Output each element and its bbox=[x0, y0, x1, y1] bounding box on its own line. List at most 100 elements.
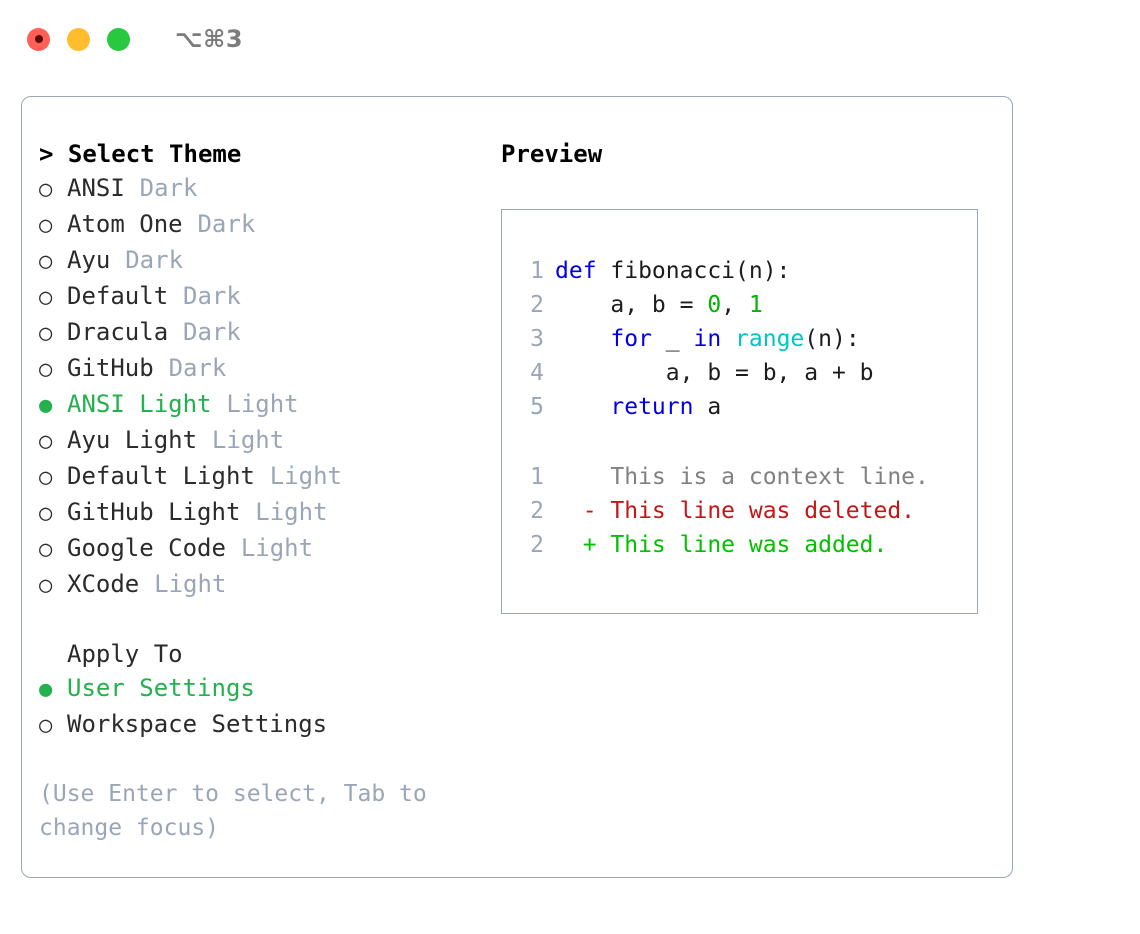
diff-marker-icon bbox=[555, 460, 610, 494]
code-token-code bbox=[555, 390, 610, 424]
theme-item-suffix: Light bbox=[269, 462, 342, 490]
diff-line-number: 2 bbox=[530, 498, 544, 524]
diff-line-number: 2 bbox=[530, 532, 544, 558]
apply-to-item-label: Workspace Settings bbox=[67, 710, 328, 738]
code-token-code: a, b = bbox=[555, 292, 708, 318]
radio-selected-icon: ● bbox=[39, 393, 53, 418]
theme-item-label: ANSI bbox=[67, 174, 125, 202]
diff-line-number: 1 bbox=[530, 464, 544, 490]
theme-item-6[interactable]: ● ANSI Light Light bbox=[39, 387, 489, 423]
theme-item-4[interactable]: ○ Dracula Dark bbox=[39, 315, 489, 351]
theme-item-label: ANSI Light bbox=[67, 390, 212, 418]
apply-to-item-0[interactable]: ● User Settings bbox=[39, 671, 489, 707]
theme-item-suffix: Dark bbox=[183, 318, 241, 346]
theme-item-11[interactable]: ○ XCode Light bbox=[39, 567, 489, 603]
traffic-lights bbox=[27, 27, 130, 51]
radio-unselected-icon: ○ bbox=[39, 357, 53, 382]
theme-item-label: Dracula bbox=[67, 318, 169, 346]
diff-line-ctx: 1 This is a context line. bbox=[514, 460, 977, 494]
theme-item-5[interactable]: ○ GitHub Dark bbox=[39, 351, 489, 387]
code-token-code: , bbox=[721, 292, 749, 318]
select-theme-heading: > Select Theme bbox=[39, 140, 242, 168]
radio-unselected-icon: ○ bbox=[39, 249, 53, 274]
theme-item-suffix: Light bbox=[154, 570, 227, 598]
diff-marker-icon: + bbox=[555, 532, 611, 558]
theme-item-suffix: Dark bbox=[197, 210, 256, 238]
diff-line-text: This is a context line. bbox=[610, 464, 929, 490]
theme-item-suffix: Light bbox=[226, 390, 299, 418]
code-token-code: a bbox=[693, 394, 722, 420]
code-token-code: (n): bbox=[804, 326, 860, 352]
close-window-button[interactable] bbox=[27, 27, 50, 51]
code-token-kw: return bbox=[610, 394, 694, 420]
code-token-code: a, b = b, a + b bbox=[555, 360, 874, 386]
code-line-number: 1 bbox=[530, 258, 544, 284]
theme-item-suffix: Dark bbox=[139, 174, 198, 202]
apply-to-item-1[interactable]: ○ Workspace Settings bbox=[39, 707, 489, 743]
keyboard-hint-text: (Use Enter to select, Tab to change focu… bbox=[39, 781, 427, 841]
theme-item-label: Ayu Light bbox=[67, 426, 198, 454]
code-line: 5 return a bbox=[514, 390, 977, 424]
theme-item-label: Atom One bbox=[67, 210, 183, 238]
code-token-fn: range bbox=[735, 326, 805, 352]
apply-to-list[interactable]: ● User Settings ○ Workspace Settings bbox=[39, 671, 489, 743]
theme-item-suffix: Light bbox=[211, 426, 285, 454]
code-token-num: 1 bbox=[748, 292, 763, 318]
radio-unselected-icon: ○ bbox=[39, 501, 53, 526]
code-line: 2 a, b = 0, 1 bbox=[514, 288, 977, 322]
theme-item-suffix: Light bbox=[240, 534, 314, 562]
radio-selected-icon: ● bbox=[39, 677, 53, 702]
code-line-number: 5 bbox=[530, 394, 544, 420]
diff-line-add: 2 + This line was added. bbox=[514, 528, 977, 562]
theme-item-label: Ayu bbox=[67, 246, 111, 274]
list-spacer bbox=[39, 603, 489, 637]
radio-unselected-icon: ○ bbox=[39, 537, 53, 562]
theme-item-suffix: Light bbox=[255, 498, 328, 526]
theme-item-suffix: Dark bbox=[168, 354, 227, 382]
diff-line-text: This line was deleted. bbox=[610, 498, 916, 524]
theme-item-0[interactable]: ○ ANSI Dark bbox=[39, 171, 489, 207]
code-token-code bbox=[721, 322, 735, 356]
window-titlebar: ⌥⌘3 bbox=[0, 0, 1140, 78]
radio-unselected-icon: ○ bbox=[39, 573, 53, 598]
code-token-kw: for bbox=[610, 326, 652, 352]
code-token-num: 0 bbox=[707, 292, 722, 318]
radio-unselected-icon: ○ bbox=[39, 321, 53, 346]
code-line: 4 a, b = b, a + b bbox=[514, 356, 977, 390]
code-line-number: 2 bbox=[530, 292, 544, 318]
theme-item-label: GitHub bbox=[67, 354, 154, 382]
radio-unselected-icon: ○ bbox=[39, 285, 53, 310]
radio-unselected-icon: ○ bbox=[39, 713, 53, 738]
code-line-number: 3 bbox=[530, 326, 544, 352]
code-line-number: 4 bbox=[530, 360, 544, 386]
diff-sample: 1 This is a context line.2 - This line w… bbox=[514, 460, 977, 562]
code-token-code: _ bbox=[651, 326, 694, 352]
code-token-kw: in bbox=[693, 326, 722, 352]
diff-line-text: This line was added. bbox=[610, 532, 888, 558]
radio-unselected-icon: ○ bbox=[39, 177, 53, 202]
preview-gap bbox=[514, 424, 977, 460]
apply-to-heading: Apply To bbox=[67, 640, 183, 668]
maximize-window-button[interactable] bbox=[107, 27, 130, 51]
apply-to-item-label: User Settings bbox=[67, 674, 255, 702]
theme-item-label: XCode bbox=[67, 570, 140, 598]
theme-item-suffix: Dark bbox=[183, 282, 241, 310]
diff-line-del: 2 - This line was deleted. bbox=[514, 494, 977, 528]
diff-marker-icon: - bbox=[555, 498, 611, 524]
preview-heading: Preview bbox=[501, 140, 603, 168]
minimize-window-button[interactable] bbox=[67, 27, 90, 51]
code-token-kw: def bbox=[555, 258, 611, 284]
